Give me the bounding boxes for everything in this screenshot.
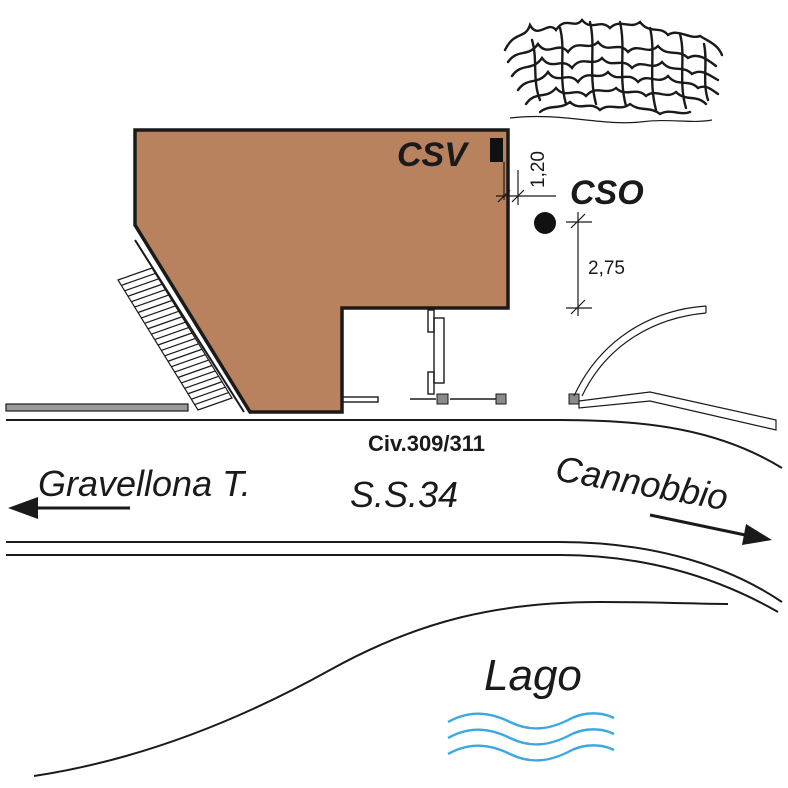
- building-side-line: [134, 239, 245, 413]
- stair-step: [171, 354, 206, 368]
- stair-step: [124, 278, 159, 292]
- direction-left-label: Gravellona T.: [38, 463, 251, 504]
- gate-post: [495, 393, 507, 405]
- direction-right-label: Cannobbio: [553, 448, 732, 519]
- gate-post: [568, 393, 580, 405]
- stair-step: [194, 392, 229, 406]
- arrow-left-icon: [8, 497, 130, 519]
- stair-step: [184, 375, 219, 389]
- vegetation-hedge: [503, 18, 724, 116]
- stair-step: [131, 289, 166, 303]
- stair-step: [157, 332, 193, 346]
- stair-step: [177, 364, 213, 379]
- stair-step: [147, 316, 183, 330]
- arrow-right-icon: [649, 513, 772, 545]
- right-curb: [578, 391, 777, 431]
- cso-marker: [534, 212, 556, 234]
- lake-label: Lago: [484, 651, 582, 700]
- stair-step: [187, 381, 223, 395]
- stair-step: [134, 294, 169, 308]
- civic-number: Civ.309/311: [368, 431, 485, 456]
- stair-step: [144, 310, 179, 324]
- lake-shoreline: [33, 600, 729, 777]
- stair-step: [161, 337, 196, 351]
- swing-gate-arc: [573, 305, 707, 397]
- dimension-csv-label: 1,20: [528, 151, 549, 188]
- dimension-cso: [566, 212, 592, 316]
- building: [133, 128, 510, 414]
- stair-step: [141, 305, 176, 319]
- gate-post: [436, 393, 449, 405]
- stair-step: [121, 272, 156, 286]
- road-edge-north: [6, 419, 783, 469]
- stair-step: [174, 359, 209, 373]
- swing-gate-arc: [581, 312, 707, 397]
- gate: [341, 309, 496, 403]
- stair-step: [181, 370, 216, 384]
- road-name: S.S.34: [350, 474, 458, 515]
- water-waves-icon: [447, 712, 615, 762]
- stair-step: [164, 343, 199, 357]
- csv-marker: [490, 138, 503, 162]
- staircase: [117, 267, 233, 411]
- cso-label: CSO: [570, 174, 644, 212]
- left-wall: [5, 403, 189, 412]
- stair-step: [167, 348, 203, 362]
- road-edge-south: [6, 541, 783, 603]
- road-edge-south-2: [6, 554, 779, 613]
- dimension-csv: [496, 162, 556, 205]
- stair-step: [151, 321, 186, 335]
- stair-step: [154, 327, 189, 341]
- csv-label: CSV: [397, 136, 470, 174]
- dimension-cso-label: 2,75: [588, 258, 625, 279]
- vegetation-edge: [509, 115, 713, 124]
- stair-step: [191, 386, 226, 400]
- stair-step: [137, 299, 173, 314]
- stair-step: [127, 283, 163, 297]
